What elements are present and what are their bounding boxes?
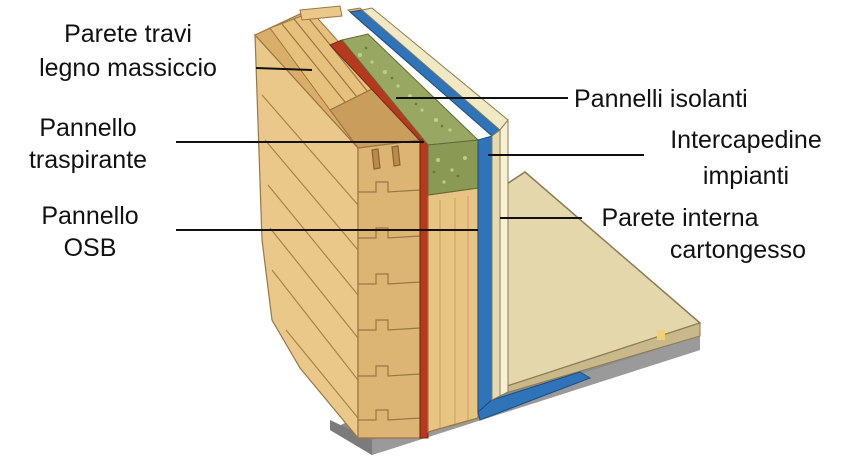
label-parete-travi-line2: legno massiccio [39,54,217,82]
label-intercapedine-impianti: Intercapedine impianti [488,126,822,190]
label-pannelli-isolanti: Pannelli isolanti [396,85,748,113]
label-intercapedine-impianti-line1: Intercapedine [670,126,822,154]
label-parete-travi-line1: Parete travi [64,20,192,48]
service-gap [348,9,592,421]
label-pannello-osb-line2: OSB [64,234,117,262]
label-intercapedine-impianti-line2: impianti [703,162,789,190]
label-parete-interna: Parete interna cartongesso [500,204,806,264]
insulation-panels [341,33,480,196]
solid-timber-wall [254,5,422,440]
plasterboard-wall [360,7,509,401]
label-pannello-traspirante-line2: traspirante [29,146,147,174]
leader-parete-travi [255,67,313,71]
osb-panel [427,187,479,433]
label-pannello-osb-line1: Pannello [41,202,138,230]
label-parete-interna-line2: cartongesso [670,236,806,264]
label-pannello-traspirante: Pannello traspirante [29,114,424,174]
label-parete-travi: Parete travi legno massiccio [39,20,313,82]
label-pannello-traspirante-line1: Pannello [39,114,136,142]
label-parete-interna-line1: Parete interna [601,204,758,232]
label-pannello-osb: Pannello OSB [41,202,478,262]
label-pannelli-isolanti-line1: Pannelli isolanti [574,85,748,113]
